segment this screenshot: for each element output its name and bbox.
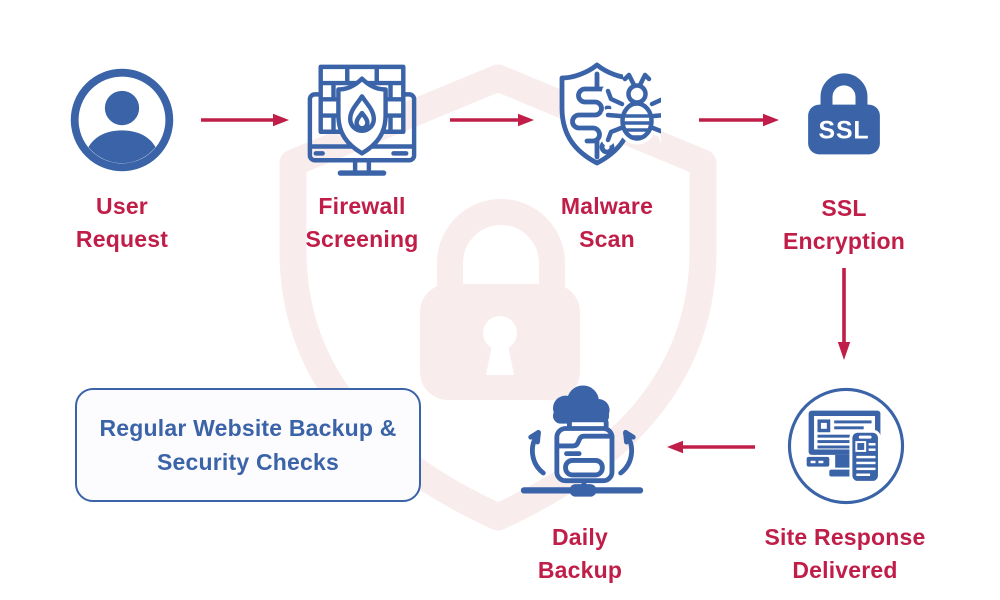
node-label-daily-backup: Daily Backup bbox=[537, 524, 623, 583]
flow-arrow-site-response-to-daily-backup bbox=[667, 440, 755, 454]
flow-arrow-ssl-to-site-response bbox=[837, 268, 851, 360]
node-label-user-request: User Request bbox=[75, 193, 169, 252]
node-label-ssl-encryption: SSL Encryption bbox=[782, 195, 906, 254]
node-label-malware-scan: Malware Scan bbox=[560, 193, 654, 252]
ssl-padlock-icon: SSL bbox=[808, 73, 880, 155]
firewall-monitor-flame-shield-icon bbox=[307, 64, 417, 176]
node-label-firewall-screening: Firewall Screening bbox=[305, 193, 419, 252]
cloud-folder-network-icon bbox=[520, 385, 644, 497]
node-label-site-response-delivered: Site Response Delivered bbox=[764, 524, 926, 583]
shield-bug-icon bbox=[559, 62, 661, 166]
flow-arrow-user-to-firewall bbox=[201, 113, 289, 127]
monitor-phone-circle-icon bbox=[787, 387, 905, 505]
flow-arrow-malware-to-ssl bbox=[699, 113, 779, 127]
flow-arrow-firewall-to-malware bbox=[450, 113, 534, 127]
user-icon bbox=[70, 68, 174, 172]
regular-backup-callout-text: Regular Website Backup & Security Checks bbox=[99, 415, 397, 475]
ssl-badge-text: SSL bbox=[818, 118, 869, 145]
regular-backup-callout-box: Regular Website Backup & Security Checks bbox=[75, 388, 421, 502]
